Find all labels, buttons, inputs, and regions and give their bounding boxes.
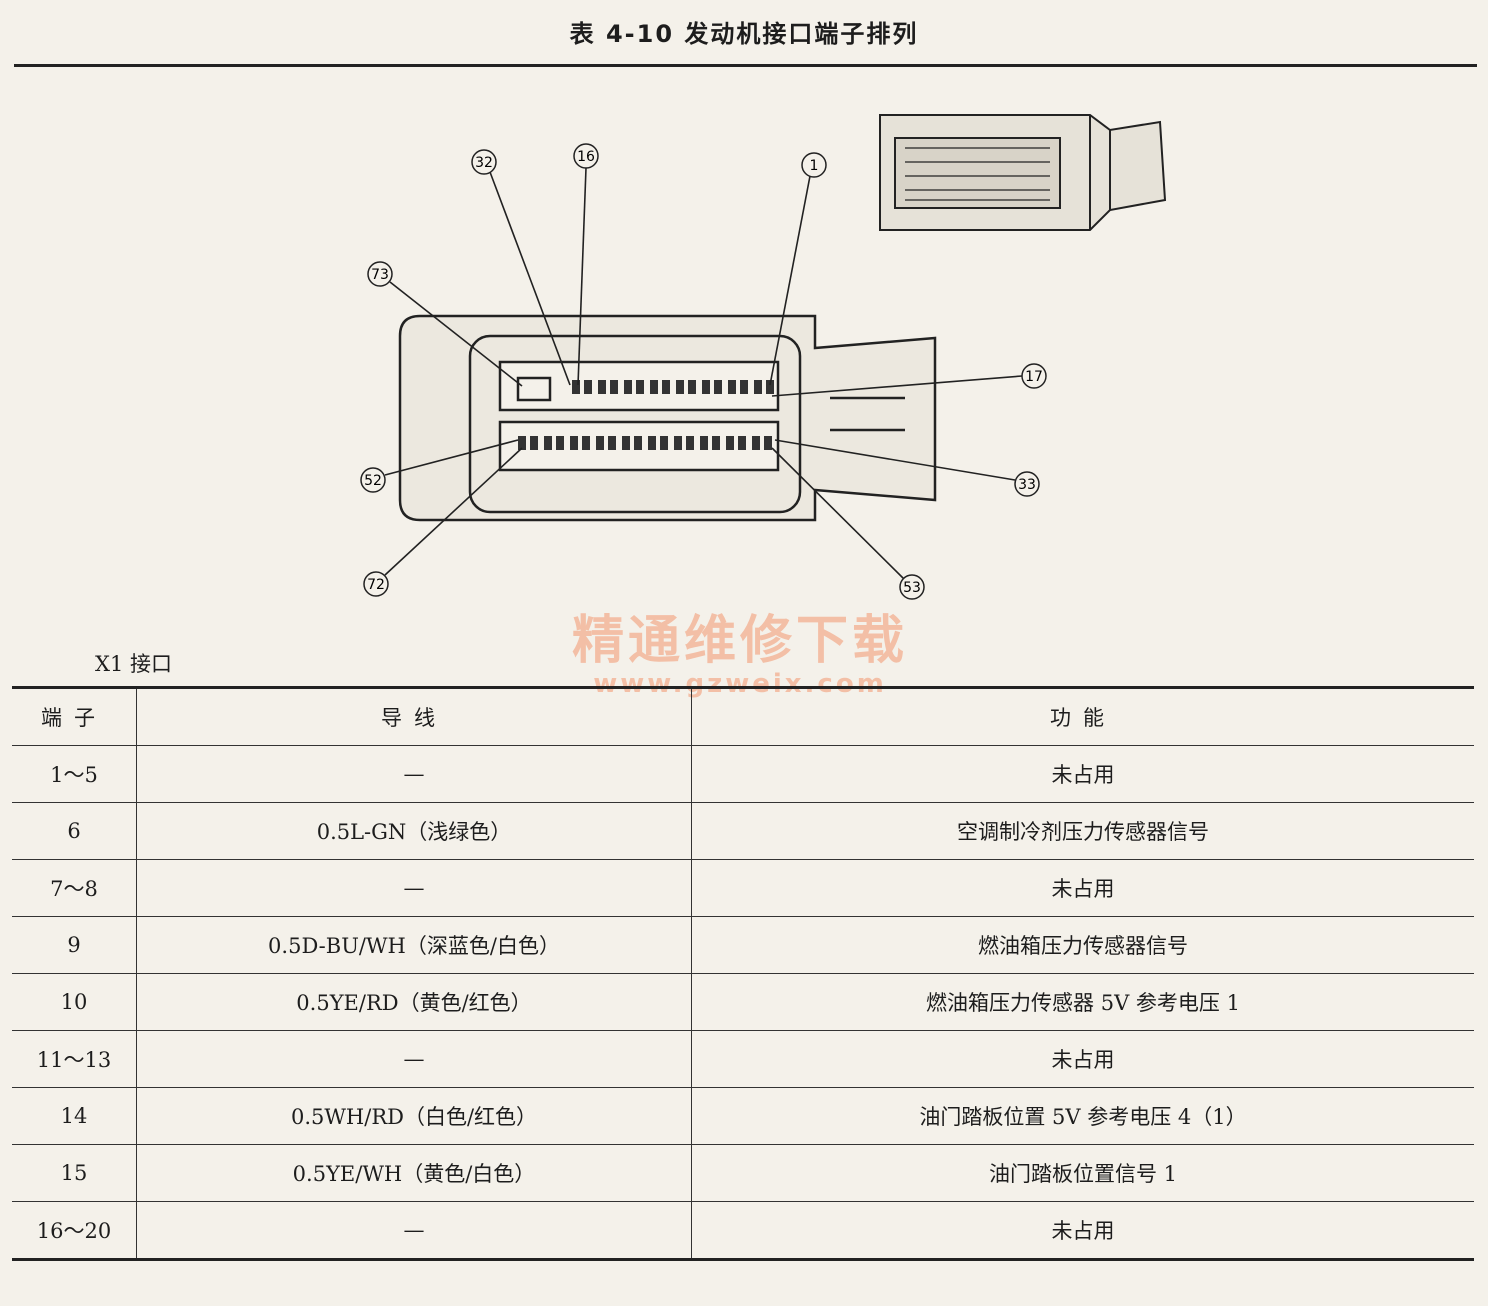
cell-pin: 6	[12, 802, 137, 860]
table-header-row: 端子 导线 功能	[12, 687, 1474, 746]
callout-32: 32	[471, 149, 497, 175]
pin-row-bottom	[518, 436, 772, 450]
connector-3d-thumbnail	[879, 114, 1167, 231]
svg-text:72: 72	[367, 577, 385, 593]
cell-wire: —	[136, 1201, 692, 1261]
cell-function: 燃油箱压力传感器信号	[691, 916, 1474, 974]
callout-16: 16	[573, 143, 599, 169]
cell-pin: 1～5	[12, 745, 137, 803]
cell-pin: 7～8	[12, 859, 137, 917]
cell-function: 未占用	[691, 1030, 1474, 1088]
header-function: 功能	[691, 687, 1474, 746]
table-row: 14 0.5WH/RD（白色/红色） 油门踏板位置 5V 参考电压 4（1）	[12, 1087, 1474, 1145]
table-row: 15 0.5YE/WH（黄色/白色） 油门踏板位置信号 1	[12, 1144, 1474, 1202]
cell-pin: 11～13	[12, 1030, 137, 1088]
svg-text:32: 32	[475, 155, 493, 171]
table-row: 1～5 — 未占用	[12, 745, 1474, 803]
svg-text:33: 33	[1018, 477, 1036, 493]
page-title: 表 4-10 发动机接口端子排列	[569, 20, 919, 48]
callout-17: 17	[1021, 363, 1047, 389]
cell-wire: 0.5L-GN（浅绿色）	[136, 802, 692, 860]
cell-pin: 15	[12, 1144, 137, 1202]
cell-wire: 0.5WH/RD（白色/红色）	[136, 1087, 692, 1145]
svg-text:53: 53	[903, 580, 921, 596]
watermark-text: 精通维修下载	[571, 611, 908, 671]
callout-73: 73	[367, 261, 393, 287]
cell-pin: 10	[12, 973, 137, 1031]
connector-face	[398, 314, 937, 522]
cell-function: 燃油箱压力传感器 5V 参考电压 1	[691, 973, 1474, 1031]
cell-wire: —	[136, 745, 692, 803]
cell-pin: 16～20	[12, 1201, 137, 1261]
connector-diagram: 32 16 1 73 17 52 33 72 53	[360, 114, 1167, 600]
table-row: 11～13 — 未占用	[12, 1030, 1474, 1088]
table-row: 16～20 — 未占用	[12, 1201, 1474, 1261]
leader-lines	[384, 167, 1023, 581]
header-wire: 导线	[136, 687, 692, 746]
cell-wire: 0.5D-BU/WH（深蓝色/白色）	[136, 916, 692, 974]
cell-wire: 0.5YE/WH（黄色/白色）	[136, 1144, 692, 1202]
callout-53: 53	[899, 574, 925, 600]
svg-text:52: 52	[364, 473, 382, 489]
svg-text:1: 1	[810, 158, 819, 174]
header-pin: 端子	[12, 687, 137, 746]
cell-wire: —	[136, 859, 692, 917]
svg-text:17: 17	[1025, 369, 1043, 385]
cell-function: 空调制冷剂压力传感器信号	[691, 802, 1474, 860]
table-row: 6 0.5L-GN（浅绿色） 空调制冷剂压力传感器信号	[12, 802, 1474, 860]
cell-pin: 9	[12, 916, 137, 974]
cell-function: 油门踏板位置信号 1	[691, 1144, 1474, 1202]
callout-1: 1	[801, 152, 827, 178]
cell-function: 油门踏板位置 5V 参考电压 4（1）	[691, 1087, 1474, 1145]
title-rule	[14, 64, 1477, 67]
cell-pin: 14	[12, 1087, 137, 1145]
svg-text:73: 73	[371, 267, 389, 283]
callout-33: 33	[1014, 471, 1040, 497]
cell-function: 未占用	[691, 859, 1474, 917]
callout-52: 52	[360, 467, 386, 493]
cell-wire: 0.5YE/RD（黄色/红色）	[136, 973, 692, 1031]
pin-row-top	[572, 380, 774, 394]
callout-72: 72	[363, 571, 389, 597]
table-row: 7～8 — 未占用	[12, 859, 1474, 917]
pin-table: 端子 导线 功能 1～5 — 未占用 6 0.5L-GN（浅绿色） 空调制冷剂压…	[12, 686, 1474, 1261]
table-row: 9 0.5D-BU/WH（深蓝色/白色） 燃油箱压力传感器信号	[12, 916, 1474, 974]
cell-function: 未占用	[691, 1201, 1474, 1261]
cell-function: 未占用	[691, 745, 1474, 803]
cell-wire: —	[136, 1030, 692, 1088]
table-row: 10 0.5YE/RD（黄色/红色） 燃油箱压力传感器 5V 参考电压 1	[12, 973, 1474, 1031]
section-label: X1 接口	[95, 652, 172, 676]
svg-text:16: 16	[577, 149, 595, 165]
